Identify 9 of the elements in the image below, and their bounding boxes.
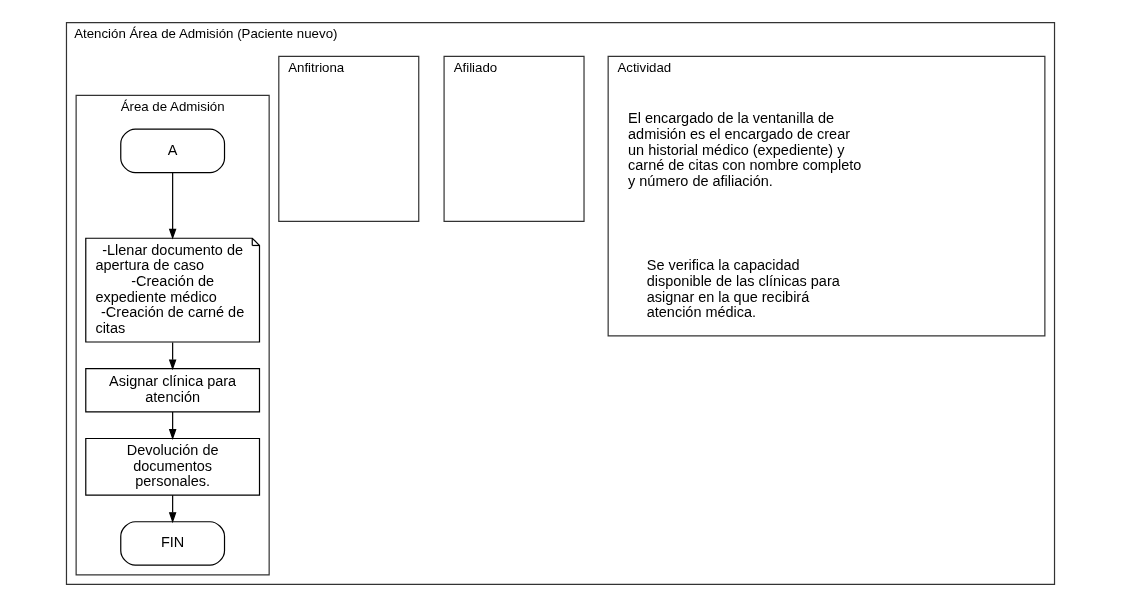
- node-box: Afiliado: [443, 55, 585, 222]
- node-box: Anfitriona: [278, 55, 420, 222]
- label: El encargado de la ventanilla de admisión es el encargado de crear un historial médico (expediente) y carné de citas con nombre completo y número de afiliación.: [628, 110, 862, 189]
- node-box: Devolución de documentos personales.: [85, 437, 261, 496]
- label: Se verifica la capacidad disponible de las clínicas para asignar en la que recibirá atención médica.: [646, 257, 840, 321]
- node-box: Asignar clínica para atención: [85, 367, 261, 413]
- node-box: A: [120, 128, 226, 174]
- arrow: [168, 172, 177, 240]
- node-box: FIN: [120, 521, 226, 566]
